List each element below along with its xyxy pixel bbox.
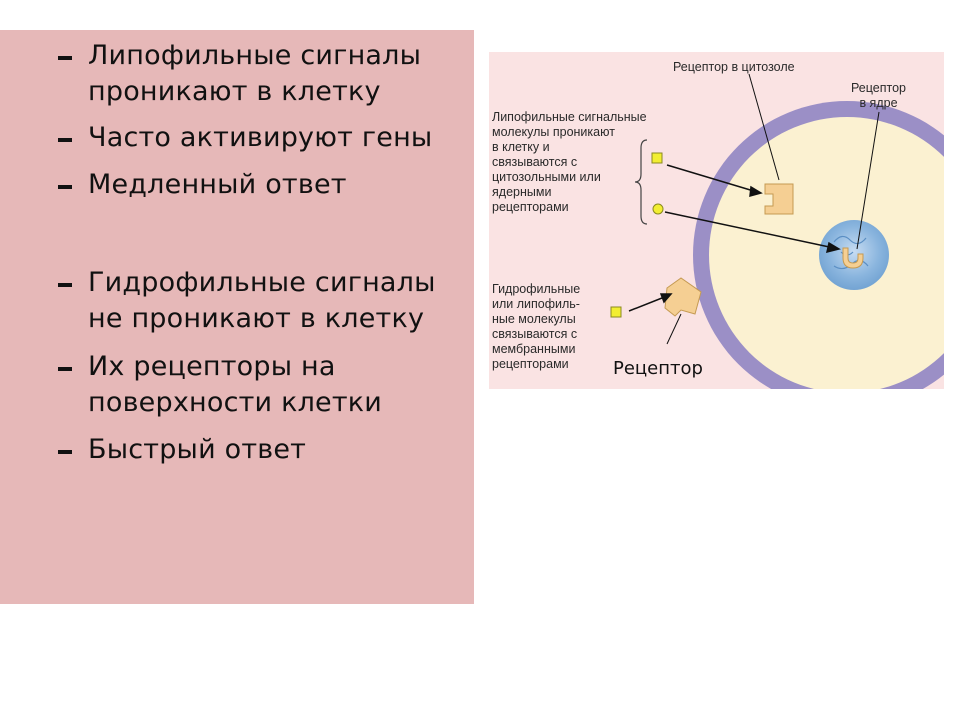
brace-icon <box>634 139 648 225</box>
bullet-text: Их рецепторы на поверхности клетки <box>88 351 383 418</box>
caption-receptor: Рецептор <box>613 358 703 379</box>
pointer-nuclear-receptor <box>856 111 880 250</box>
nucleus <box>819 220 889 290</box>
arrowhead-icon <box>659 293 673 304</box>
cytosol-receptor <box>764 183 794 215</box>
arrowhead-icon <box>749 185 763 198</box>
bullet-text: Гидрофильные сигналы не проникают в клет… <box>88 267 436 334</box>
pointer-membrane-receptor <box>666 313 682 345</box>
bullet-panel <box>0 30 474 604</box>
dash-icon <box>58 138 72 142</box>
membrane-receptor <box>664 277 702 317</box>
dash-icon <box>58 450 72 454</box>
pointer-cytosol-receptor <box>748 73 780 181</box>
label-hydrophilic-signals: Гидрофильные или липофиль- ные молекулы … <box>492 282 581 371</box>
label-nucleus-receptor: Рецептор в ядре <box>851 81 906 110</box>
label-lipophilic-signals: Липофильные сигнальные молекулы проникаю… <box>492 110 647 214</box>
arrow-to-membrane-receptor <box>628 295 668 312</box>
bullet-text: Быстрый ответ <box>88 434 307 465</box>
dash-icon <box>58 56 72 60</box>
dash-icon <box>58 283 72 287</box>
label-cytosol-receptor: Рецептор в цитозоле <box>673 60 795 74</box>
signal-square-hydrophilic <box>610 306 622 318</box>
dash-icon <box>58 367 72 371</box>
dash-icon <box>58 185 72 189</box>
signal-circle-lipophilic <box>652 203 664 215</box>
arrowhead-icon <box>826 241 841 254</box>
bullet-text: Медленный ответ <box>88 169 347 200</box>
bullet-text: Часто активируют гены <box>88 122 433 153</box>
cell-diagram-svg <box>610 73 944 389</box>
arrow-to-cytosol-receptor <box>666 164 758 193</box>
cell-signaling-diagram: Рецептор в цитозоле Рецептор в ядре Липо… <box>489 52 944 389</box>
nuclear-receptor <box>842 247 864 269</box>
signal-square-lipophilic <box>651 152 663 164</box>
bullet-text: Липофильные сигналы проникают в клетку <box>88 40 422 107</box>
arrow-to-nuclear-receptor <box>664 211 835 249</box>
